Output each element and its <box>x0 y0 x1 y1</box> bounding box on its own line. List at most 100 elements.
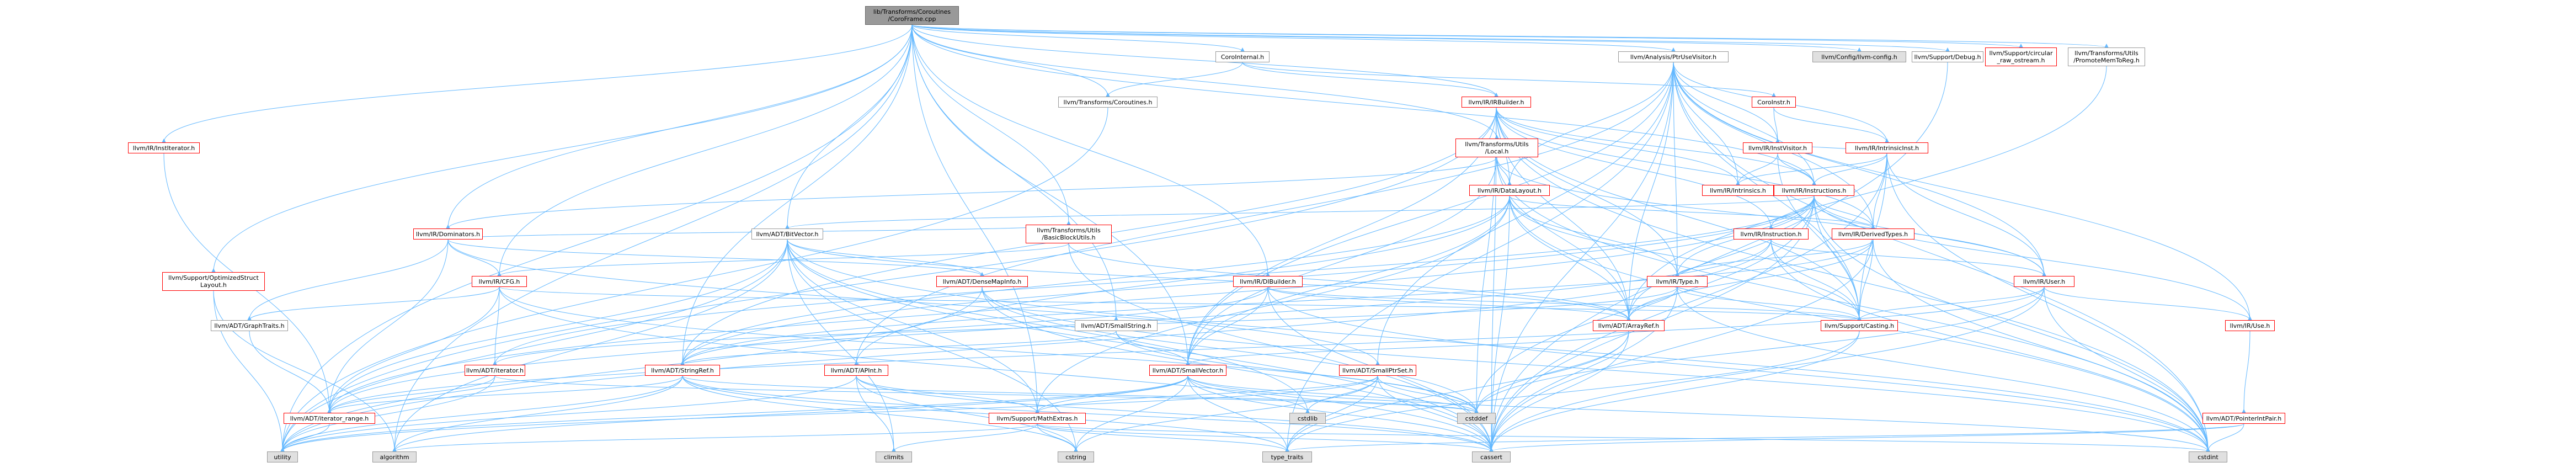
node-arrayref[interactable]: llvm/ADT/ArrayRef.h <box>1593 320 1665 331</box>
node-circ[interactable]: llvm/Support/circular _raw_ostream.h <box>1985 47 2057 66</box>
edge-instructions-cstdint <box>1814 195 2210 452</box>
edge-ptruse-intrinsics <box>1673 62 1740 185</box>
node-utility[interactable]: utility <box>267 451 298 462</box>
node-irtype[interactable]: llvm/IR/Type.h <box>1647 276 1708 287</box>
node-climits[interactable]: climits <box>876 451 912 462</box>
node-typetraits[interactable]: type_traits <box>1262 451 1312 462</box>
node-ptrintpair[interactable]: llvm/ADT/PointerIntPair.h <box>2202 413 2285 424</box>
node-cstring[interactable]: cstring <box>1058 451 1094 462</box>
node-algorithm[interactable]: algorithm <box>372 451 417 462</box>
node-cassert[interactable]: cassert <box>1472 451 1511 462</box>
node-smallstring[interactable]: llvm/ADT/SmallString.h <box>1075 320 1158 331</box>
edge-root-bitvector <box>785 24 913 229</box>
edge-root-irbuilder <box>911 24 1498 97</box>
edge-instvis-instructions <box>1777 153 1816 185</box>
edge-smallstring-cstddef <box>1116 331 1479 413</box>
node-promote[interactable]: llvm/Transforms/Utils /PromoteMemToReg.h <box>2068 47 2145 66</box>
node-mathextras[interactable]: llvm/Support/MathExtras.h <box>989 413 1086 424</box>
node-derivedtypes[interactable]: llvm/IR/DerivedTypes.h <box>1832 228 1914 240</box>
node-root[interactable]: lib/Transforms/Coroutines /CoroFrame.cpp <box>865 6 959 25</box>
edge-instructions-derivedtypes <box>1814 195 1875 229</box>
edge-datalayout-casting <box>1509 195 1862 321</box>
edge-ptruse-typetraits <box>1285 62 1674 452</box>
node-instructions[interactable]: llvm/IR/Instructions.h <box>1774 185 1854 196</box>
edge-ptruse-datalayout <box>1507 62 1674 185</box>
edge-bbutils-cfg <box>497 243 1069 276</box>
node-ptruse[interactable]: llvm/Analysis/PtrUseVisitor.h <box>1618 51 1729 62</box>
edge-dominators-cfg <box>447 239 502 276</box>
edge-smallvector-typetraits <box>1187 375 1289 452</box>
edge-local-cstdint <box>1496 157 2210 452</box>
node-tcoro[interactable]: llvm/Transforms/Coroutines.h <box>1058 97 1158 108</box>
edge-cfg-iterator <box>493 286 500 365</box>
edge-instruction-casting <box>1770 239 1862 321</box>
edge-root-instit <box>162 24 913 143</box>
edge-irtype-cstdint <box>1677 286 2210 452</box>
edge-use-ptrintpair <box>2242 331 2250 413</box>
edge-instvis-intrinsics <box>1736 153 1778 185</box>
node-cstdlib[interactable]: cstdlib <box>1289 413 1326 424</box>
node-coroint[interactable]: CoroInternal.h <box>1215 51 1270 62</box>
node-coroinst[interactable]: CoroInstr.h <box>1752 97 1796 108</box>
edge-instructions-itrange <box>327 195 1815 413</box>
node-itrange[interactable]: llvm/ADT/iterator_range.h <box>284 413 375 424</box>
node-local[interactable]: llvm/Transforms/Utils /Local.h <box>1455 139 1538 157</box>
node-cstdint[interactable]: cstdint <box>2189 451 2227 462</box>
node-iterator[interactable]: llvm/ADT/iterator.h <box>465 365 525 376</box>
node-debug[interactable]: llvm/Support/Debug.h <box>1912 51 1983 62</box>
edge-ptruse-apint <box>854 62 1674 365</box>
edge-dibuilder-cstdint <box>1267 286 2210 452</box>
edge-bitvector-algorithm <box>392 239 788 452</box>
edge-intrinsicinst-cstdint <box>1886 153 2210 452</box>
edge-casting-typetraits <box>1285 331 1860 452</box>
node-use[interactable]: llvm/IR/Use.h <box>2225 320 2275 331</box>
node-intrinsicinst[interactable]: llvm/IR/IntrinsicInst.h <box>1846 142 1928 153</box>
node-cstddef[interactable]: cstddef <box>1457 413 1496 424</box>
edge-irbuilder-cstdint <box>1496 107 2210 452</box>
edge-cfg-cassert <box>499 286 1494 452</box>
node-irbuilder[interactable]: llvm/IR/IRBuilder.h <box>1462 97 1531 108</box>
node-instruction[interactable]: llvm/IR/Instruction.h <box>1734 228 1809 240</box>
node-config[interactable]: llvm/Config/llvm-config.h <box>1812 51 1906 62</box>
edge-stringref-typetraits <box>682 375 1289 452</box>
node-stringref[interactable]: llvm/ADT/StringRef.h <box>645 365 720 376</box>
edge-smallvector-cstdint <box>1187 375 2210 452</box>
node-instvis[interactable]: llvm/IR/InstVisitor.h <box>1743 142 1812 153</box>
edge-root-promote <box>911 24 2109 48</box>
node-apint[interactable]: llvm/ADT/APInt.h <box>824 365 888 376</box>
edge-arrayref-smallvector <box>1186 331 1629 365</box>
node-datalayout[interactable]: llvm/IR/DataLayout.h <box>1469 185 1550 196</box>
edge-smallvector-cassert <box>1187 375 1494 452</box>
node-graphtraits[interactable]: llvm/ADT/GraphTraits.h <box>211 320 288 331</box>
node-casting[interactable]: llvm/Support/Casting.h <box>1821 320 1898 331</box>
node-smallptrset[interactable]: llvm/ADT/SmallPtrSet.h <box>1339 365 1416 376</box>
edge-derivedtypes-irtype <box>1675 239 1874 276</box>
edge-stringref-cstring <box>682 375 1078 452</box>
node-intrinsics[interactable]: llvm/IR/Intrinsics.h <box>1702 185 1774 196</box>
edge-cfg-itrange <box>327 286 500 413</box>
node-densemapinfo[interactable]: llvm/ADT/DenseMapInfo.h <box>936 276 1028 287</box>
edge-instruction-user <box>1770 239 2046 276</box>
edge-arrayref-cassert <box>1489 331 1629 452</box>
edge-root-coroint <box>911 24 1245 52</box>
node-dibuilder[interactable]: llvm/IR/DIBuilder.h <box>1233 276 1303 287</box>
edge-dominators-graphtraits <box>247 239 449 321</box>
edge-mathextras-typetraits <box>1037 423 1289 452</box>
edge-mathextras-climits <box>892 423 1038 452</box>
node-dominators[interactable]: llvm/IR/Dominators.h <box>413 228 483 240</box>
node-smallvector[interactable]: llvm/ADT/SmallVector.h <box>1149 365 1226 376</box>
edge-dibuilder-smallvector <box>1186 286 1268 365</box>
edge-smallstring-stringref <box>680 331 1117 365</box>
edge-stringref-algorithm <box>392 375 683 452</box>
node-bbutils[interactable]: llvm/Transforms/Utils /BasicBlockUtils.h <box>1026 225 1112 243</box>
node-user[interactable]: llvm/IR/User.h <box>2014 276 2074 287</box>
node-bitvector[interactable]: llvm/ADT/BitVector.h <box>751 228 823 240</box>
node-cfg[interactable]: llvm/IR/CFG.h <box>472 276 527 287</box>
edge-coroinst-instvis <box>1773 107 1780 143</box>
edge-smallptrset-cassert <box>1377 375 1494 452</box>
node-instit[interactable]: llvm/IR/InstIterator.h <box>128 142 200 153</box>
node-optstruct[interactable]: llvm/Support/OptimizedStruct Layout.h <box>162 272 265 291</box>
edge-dibuilder-stringref <box>680 286 1268 365</box>
edge-arrayref-typetraits <box>1285 331 1629 452</box>
